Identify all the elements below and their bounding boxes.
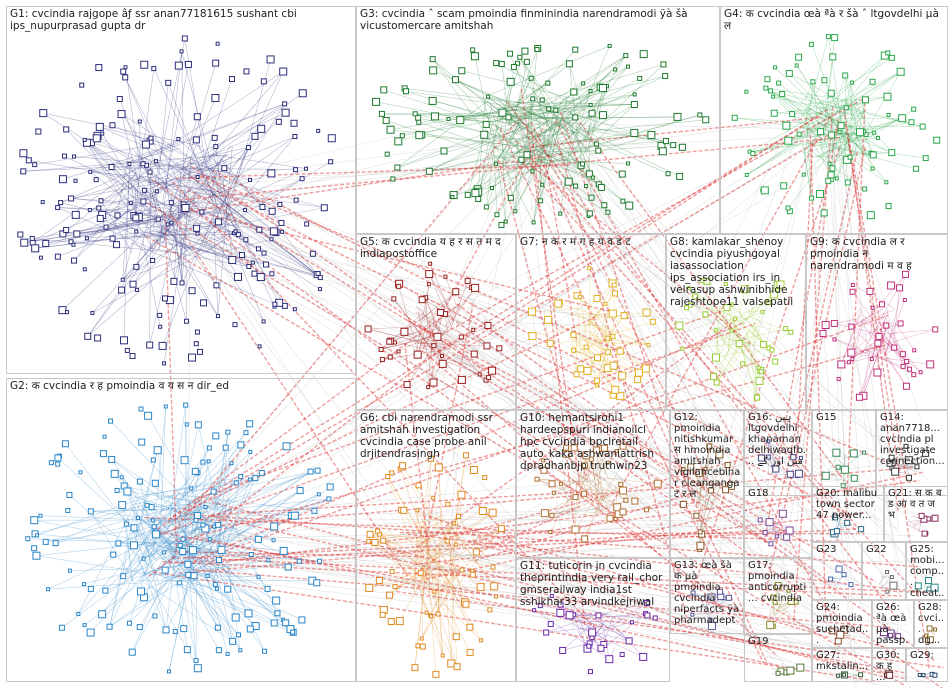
group-panel-g6: G6: cbi narendramodi ssr amitshah invest… (356, 410, 516, 682)
group-label-g12: G12: pmoindia nitishkumar स hmoindia ami… (674, 412, 741, 500)
group-panel-g19: G19 (744, 634, 812, 682)
group-label-g28: G28: cvci... dg... (918, 602, 945, 646)
group-panel-g25: G25: mobi... comp... cheat... (906, 542, 948, 600)
group-label-g23: G23 (816, 544, 859, 555)
group-panel-g12: G12: pmoindia nitishkumar स hmoindia ami… (670, 410, 744, 558)
group-label-g7: G7: न क र म ग ह य व ड ट (520, 236, 663, 248)
group-panel-g23: G23 (812, 542, 862, 600)
group-label-g14: G14: anan7718... cvcindia pl investigate… (880, 412, 945, 467)
group-label-g18: G18 (748, 488, 809, 499)
group-label-g3: G3: cvcindia ˆ scam pmoindia finminindia… (360, 8, 717, 32)
group-label-g6: G6: cbi narendramodi ssr amitshah invest… (360, 412, 513, 460)
group-panel-g29: G29: (906, 648, 948, 682)
group-panel-g20: G20: malibu town sector 47 power... (812, 486, 884, 542)
group-label-g22: G22 (866, 544, 903, 555)
group-label-g9: G9: क cvcindia ल र pmoindia न narendramo… (810, 236, 945, 272)
group-label-g21: G21: स क ब ड आ व त ज भ (888, 488, 945, 521)
group-panel-g3: G3: cvcindia ˆ scam pmoindia finminindia… (356, 6, 720, 234)
group-panel-g11: G11: tuticorin jn cvcindia theprintindia… (516, 558, 670, 682)
group-label-g19: G19 (748, 636, 809, 647)
group-label-g20: G20: malibu town sector 47 power... (816, 488, 881, 521)
group-label-g10: G10: hemantsirohi1 hardeepspuri indianoi… (520, 412, 667, 472)
group-panel-g10: G10: hemantsirohi1 hardeepspuri indianoi… (516, 410, 670, 558)
group-panel-g24: G24: pmoindia suchetad... (812, 600, 872, 648)
group-label-g26: G26: ªà œà µà passp... (876, 602, 911, 648)
group-label-g1: G1: cvcindia rajgope âƒ ssr anan77181615… (10, 8, 353, 32)
group-label-g8: G8: kamlakar_shenoy cvcindia piyushgoyal… (670, 236, 803, 308)
group-label-g4: G4: क cvcindia œà ªà र šà ˆ ltgovdelhi µ… (724, 8, 945, 32)
group-label-g2: G2: क cvcindia र ह pmoindia व य स न dir_… (10, 380, 353, 392)
group-panel-g1: G1: cvcindia rajgope âƒ ssr anan77181615… (6, 6, 356, 374)
group-panel-g22: G22 (862, 542, 906, 600)
group-panel-g4: G4: क cvcindia œà ªà र šà ˆ ltgovdelhi µ… (720, 6, 948, 234)
group-label-g24: G24: pmoindia suchetad... (816, 602, 869, 646)
group-label-g17: G17: pmoindia anticorrupti... cvcindia (748, 560, 809, 604)
group-label-g30: G30: क ह ... (876, 650, 903, 682)
group-panel-g17: G17: pmoindia anticorrupti... cvcindia (744, 558, 812, 634)
group-panel-g26: G26: ªà œà µà passp... (872, 600, 914, 648)
group-panel-g8: G8: kamlakar_shenoy cvcindia piyushgoyal… (666, 234, 806, 410)
group-panel-g15: G15 (812, 410, 876, 496)
group-panel-g27: G27: mkstalin... (812, 648, 872, 682)
group-label-g15: G15 (816, 412, 873, 423)
group-panel-g30: G30: क ह ... (872, 648, 906, 682)
group-label-g11: G11: tuticorin jn cvcindia theprintindia… (520, 560, 667, 608)
group-label-g25: G25: mobi... comp... cheat... (910, 544, 945, 600)
group-panel-g7: G7: न क र म ग ह य व ड ट (516, 234, 666, 410)
group-panel-g13: G13: œà šà क µà pmoindia cvcindia niperf… (670, 558, 744, 634)
group-label-g5: G5: क cvcindia य ह र स त म द indiapostof… (360, 236, 513, 260)
group-panel-g18: G18 (744, 486, 812, 558)
group-label-g27: G27: mkstalin... (816, 650, 869, 672)
group-panel-g2: G2: क cvcindia र ह pmoindia व य स न dir_… (6, 378, 356, 682)
group-panel-g14: G14: anan7718... cvcindia pl investigate… (876, 410, 948, 496)
group-label-g29: G29: (910, 650, 945, 661)
group-panel-g28: G28: cvci... dg... (914, 600, 948, 648)
group-label-g13: G13: œà šà क µà pmoindia cvcindia niperf… (674, 560, 741, 626)
group-panel-g5: G5: क cvcindia य ह र स त म द indiapostof… (356, 234, 516, 410)
group-panel-g16: G16: ہیں ltgovdelhi khanaman delhiwaqfb.… (744, 410, 812, 496)
group-panel-g9: G9: क cvcindia ल र pmoindia न narendramo… (806, 234, 948, 410)
group-panel-g21: G21: स क ब ड आ व त ज भ (884, 486, 948, 542)
group-label-g16: G16: ہیں ltgovdelhi khanaman delhiwaqfb.… (748, 412, 809, 467)
